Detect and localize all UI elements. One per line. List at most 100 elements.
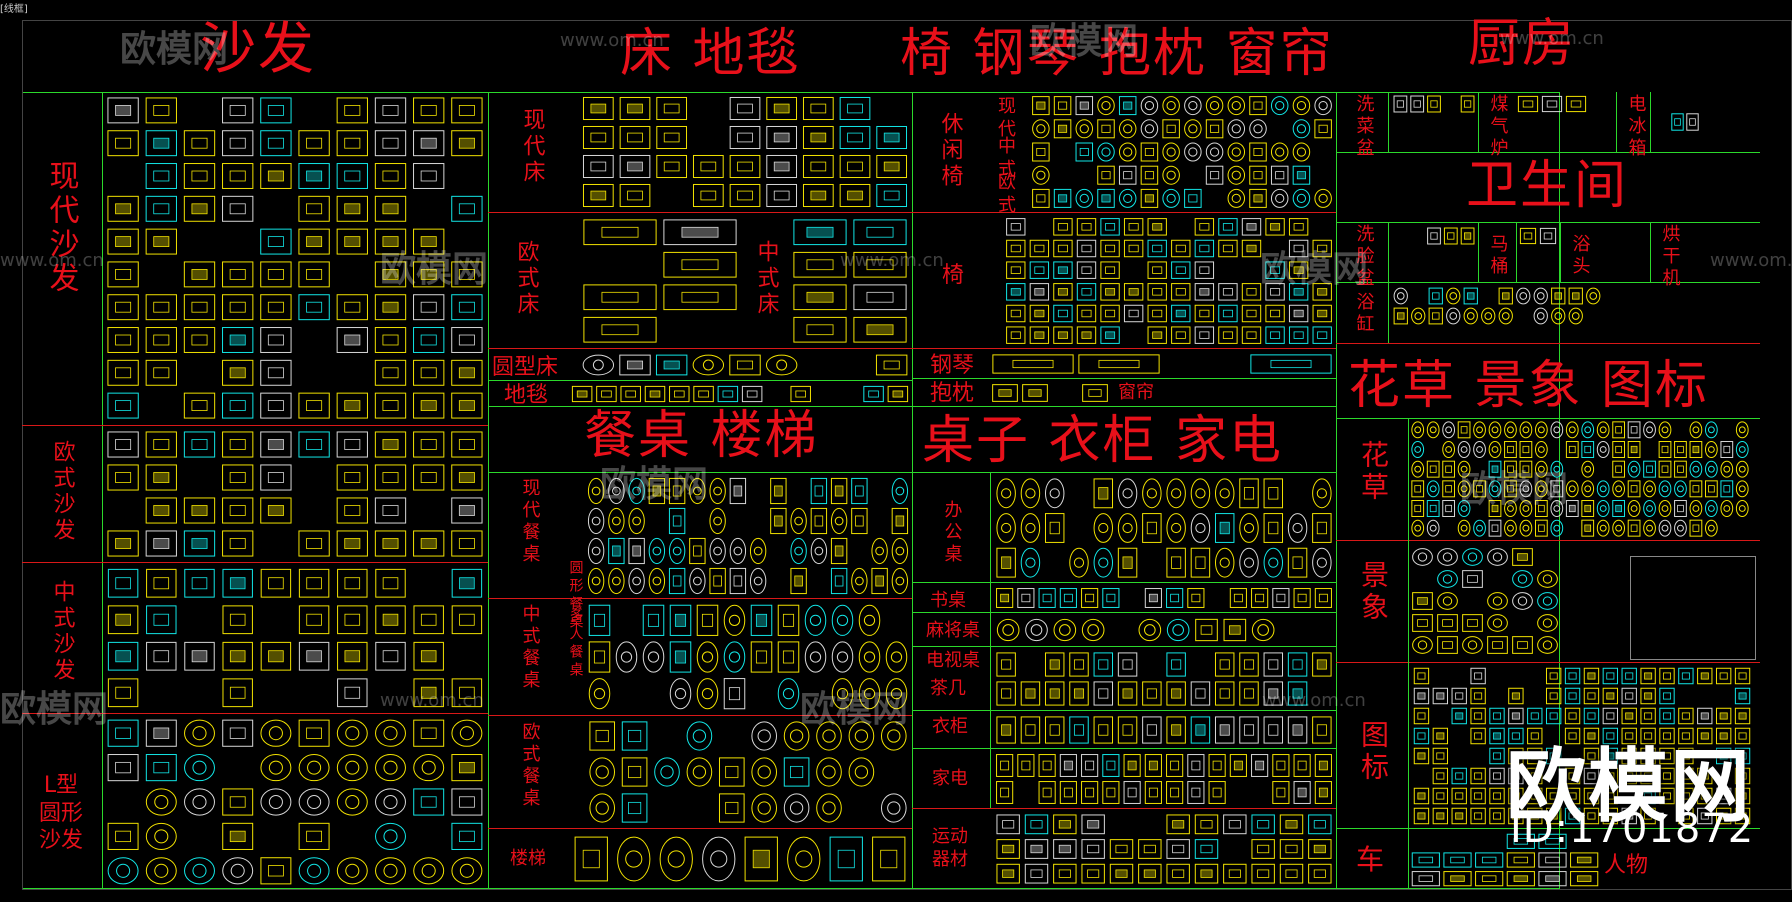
tv-table-blocks[interactable] [994,650,1334,708]
cad-block[interactable] [839,154,871,179]
cad-block[interactable] [413,359,445,386]
cad-block[interactable] [1020,547,1041,578]
cad-block[interactable] [1118,188,1137,208]
cad-block[interactable] [863,385,884,403]
cad-block[interactable] [1263,547,1284,578]
cad-block[interactable] [298,431,330,458]
cad-block[interactable] [891,567,909,595]
cad-block[interactable] [1038,754,1056,777]
cad-block[interactable] [1022,384,1048,402]
cad-block[interactable] [1020,478,1041,509]
cad-block[interactable] [885,641,908,673]
cad-block[interactable] [1627,519,1641,537]
cad-block[interactable] [1715,807,1732,825]
cad-block[interactable] [260,497,292,524]
cad-block[interactable] [787,836,821,882]
cad-block[interactable] [608,507,625,535]
cad-block[interactable] [851,507,868,535]
cad-block[interactable] [298,530,330,557]
cad-block[interactable] [1184,188,1202,208]
cad-block[interactable] [1270,188,1289,208]
cad-block[interactable] [145,530,177,557]
cad-block[interactable] [750,641,773,673]
cad-block[interactable] [1006,326,1026,344]
cad-block[interactable] [1564,667,1581,685]
cad-block[interactable] [588,641,611,673]
cad-block[interactable] [298,719,330,747]
cad-block[interactable] [145,130,177,157]
cad-block[interactable] [1488,480,1502,498]
cad-block[interactable] [1208,781,1226,804]
cad-block[interactable] [337,568,368,598]
cad-block[interactable] [1059,588,1077,608]
cad-block[interactable] [1214,478,1235,509]
cad-block[interactable] [1123,283,1144,301]
cad-block[interactable] [374,195,407,222]
cad-block[interactable] [260,97,292,124]
cad-block[interactable] [1032,165,1050,185]
cad-block[interactable] [1674,460,1687,478]
cad-block[interactable] [1512,592,1533,610]
cad-block[interactable] [1166,513,1186,543]
cad-block[interactable] [718,757,745,787]
cad-block[interactable] [1658,441,1672,458]
cad-block[interactable] [451,359,483,386]
cad-block[interactable] [885,678,908,710]
cad-block[interactable] [872,836,906,882]
cad-block[interactable] [619,96,651,121]
cad-block[interactable] [413,327,445,353]
cad-block[interactable] [1412,548,1433,566]
cad-block[interactable] [1463,287,1478,305]
cad-block[interactable] [1187,588,1205,608]
cad-block[interactable] [107,568,139,598]
cad-block[interactable] [1643,519,1656,537]
cad-block[interactable] [1446,307,1461,325]
cad-block[interactable] [1462,548,1483,566]
cad-block[interactable] [793,316,847,343]
office-desk-blocks[interactable] [994,476,1334,580]
cad-block[interactable] [1227,96,1246,116]
cad-block[interactable] [1550,500,1564,517]
cad-block[interactable] [583,284,657,311]
cad-block[interactable] [1140,188,1159,208]
cad-block[interactable] [1715,727,1732,745]
cad-block[interactable] [875,354,908,376]
cad-block[interactable] [1029,239,1050,258]
cad-block[interactable] [1443,871,1472,887]
cad-block[interactable] [751,721,778,751]
cad-block[interactable] [1504,441,1517,458]
bed-chinese-blocks[interactable] [790,216,910,346]
cad-block[interactable] [692,354,725,376]
sofa-l-blocks[interactable] [104,716,486,888]
cad-block[interactable] [1081,781,1099,804]
cad-block[interactable] [1166,814,1190,835]
cad-block[interactable] [1411,460,1425,478]
cad-block[interactable] [222,719,254,747]
cad-block[interactable] [1184,119,1202,139]
cad-block[interactable] [451,392,483,419]
cad-block[interactable] [1735,441,1749,458]
cad-block[interactable] [1413,727,1430,745]
cad-block[interactable] [1097,188,1115,208]
cad-block[interactable] [146,641,177,671]
cad-block[interactable] [1214,547,1235,578]
cad-block[interactable] [451,719,483,747]
cad-block[interactable] [451,678,483,708]
cad-block[interactable] [1704,421,1718,439]
cad-block[interactable] [1627,441,1641,458]
cad-block[interactable] [644,385,666,403]
cad-block[interactable] [1697,767,1713,785]
cad-block[interactable] [145,359,177,386]
cad-block[interactable] [1162,96,1180,116]
cad-block[interactable] [145,431,177,458]
cad-block[interactable] [1470,787,1486,805]
cad-block[interactable] [222,431,254,458]
cad-block[interactable] [1205,96,1224,116]
cad-block[interactable] [1678,707,1694,725]
cad-block[interactable] [1044,716,1065,744]
cad-block[interactable] [669,604,692,636]
cad-block[interactable] [107,719,139,747]
cad-block[interactable] [1442,460,1456,478]
cad-block[interactable] [1517,95,1539,113]
cad-block[interactable] [413,261,445,288]
